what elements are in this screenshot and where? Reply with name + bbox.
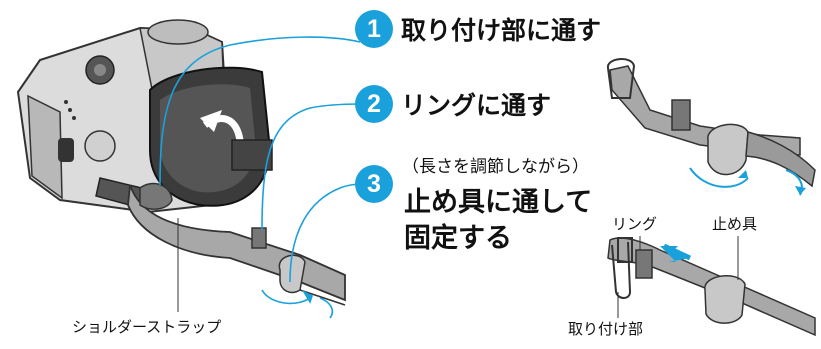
step-3-badge: 3	[355, 165, 393, 203]
strap-detail-top-drawing	[607, 58, 816, 196]
step-2-text: リングに通す	[401, 91, 552, 120]
step-1: 1 取り付け部に通す	[355, 10, 601, 48]
attachment-label: 取り付け部	[568, 320, 644, 338]
stopper-label: 止め具	[712, 215, 758, 233]
step-3: 3	[355, 165, 393, 203]
step-1-text: 取り付け部に通す	[401, 16, 602, 45]
step-3-note: （長さを調節しながら）	[402, 157, 589, 177]
step-3-line-1: 止め具に通して	[404, 187, 593, 218]
strap-detail-bottom-drawing	[607, 236, 816, 337]
step-3-line-2: 固定する	[404, 223, 512, 254]
camcorder-drawing	[16, 19, 273, 214]
shoulder-strap-label: ショルダーストラップ	[72, 318, 222, 336]
step-1-badge: 1	[355, 10, 393, 48]
ring-label: リング	[612, 215, 658, 233]
step-2: 2 リングに通す	[355, 85, 551, 123]
step-2-badge: 2	[355, 85, 393, 123]
